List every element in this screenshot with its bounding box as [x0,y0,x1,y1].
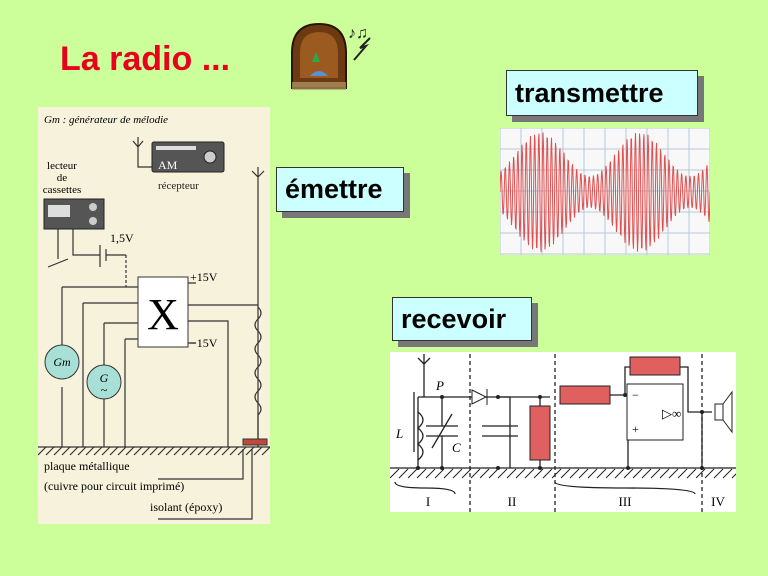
plate-note: (cuivre pour circuit imprimé) [44,479,184,493]
stage-2: II [508,494,517,509]
opamp-plus: + [632,422,639,436]
g-generator-sub: ~ [101,383,108,397]
g-generator: G [100,371,109,385]
opamp-symbol: ▷∞ [662,406,681,421]
insulator-label: isolant (époxy) [150,500,222,514]
plate-label: plaque métallique [44,459,130,473]
emitter-schematic: AM récepteur lecteur de cassettes 1,5V G… [38,107,270,524]
cassette-label-1: lecteur [47,160,77,172]
stage-1: I [426,494,430,509]
radio-clipart-icon: ♪♫ [291,22,371,90]
emettre-label: émettre [276,167,404,212]
slide-title: La radio ... [60,40,231,78]
receiver-tag: AM [158,158,178,172]
transmettre-label: transmettre [506,70,698,116]
gm-generator: Gm [53,355,71,369]
cassette-label-3: cassettes [43,184,81,196]
svg-text:♪♫: ♪♫ [348,25,368,42]
plus-supply: +15V [190,270,218,284]
stage-4: IV [711,494,725,509]
battery-label: 1,5V [110,231,134,245]
am-waveform [500,128,710,255]
opamp-minus: − [632,388,639,402]
capacitor-label: C [452,440,461,455]
recevoir-label: recevoir [392,297,532,341]
stage-3: III [619,494,632,509]
node-p: P [435,378,444,393]
receiver-label: récepteur [158,180,199,192]
minus-supply: −15V [190,336,218,350]
gm-legend: Gm : générateur de mélodie [44,114,168,126]
cassette-label-2: de [57,172,68,184]
inductor-label: L [395,426,403,441]
am-wave-trace [500,132,710,252]
x-box-label: X [147,290,179,339]
receiver-schematic: P L C ▷∞ − + I II III IV [390,352,736,512]
